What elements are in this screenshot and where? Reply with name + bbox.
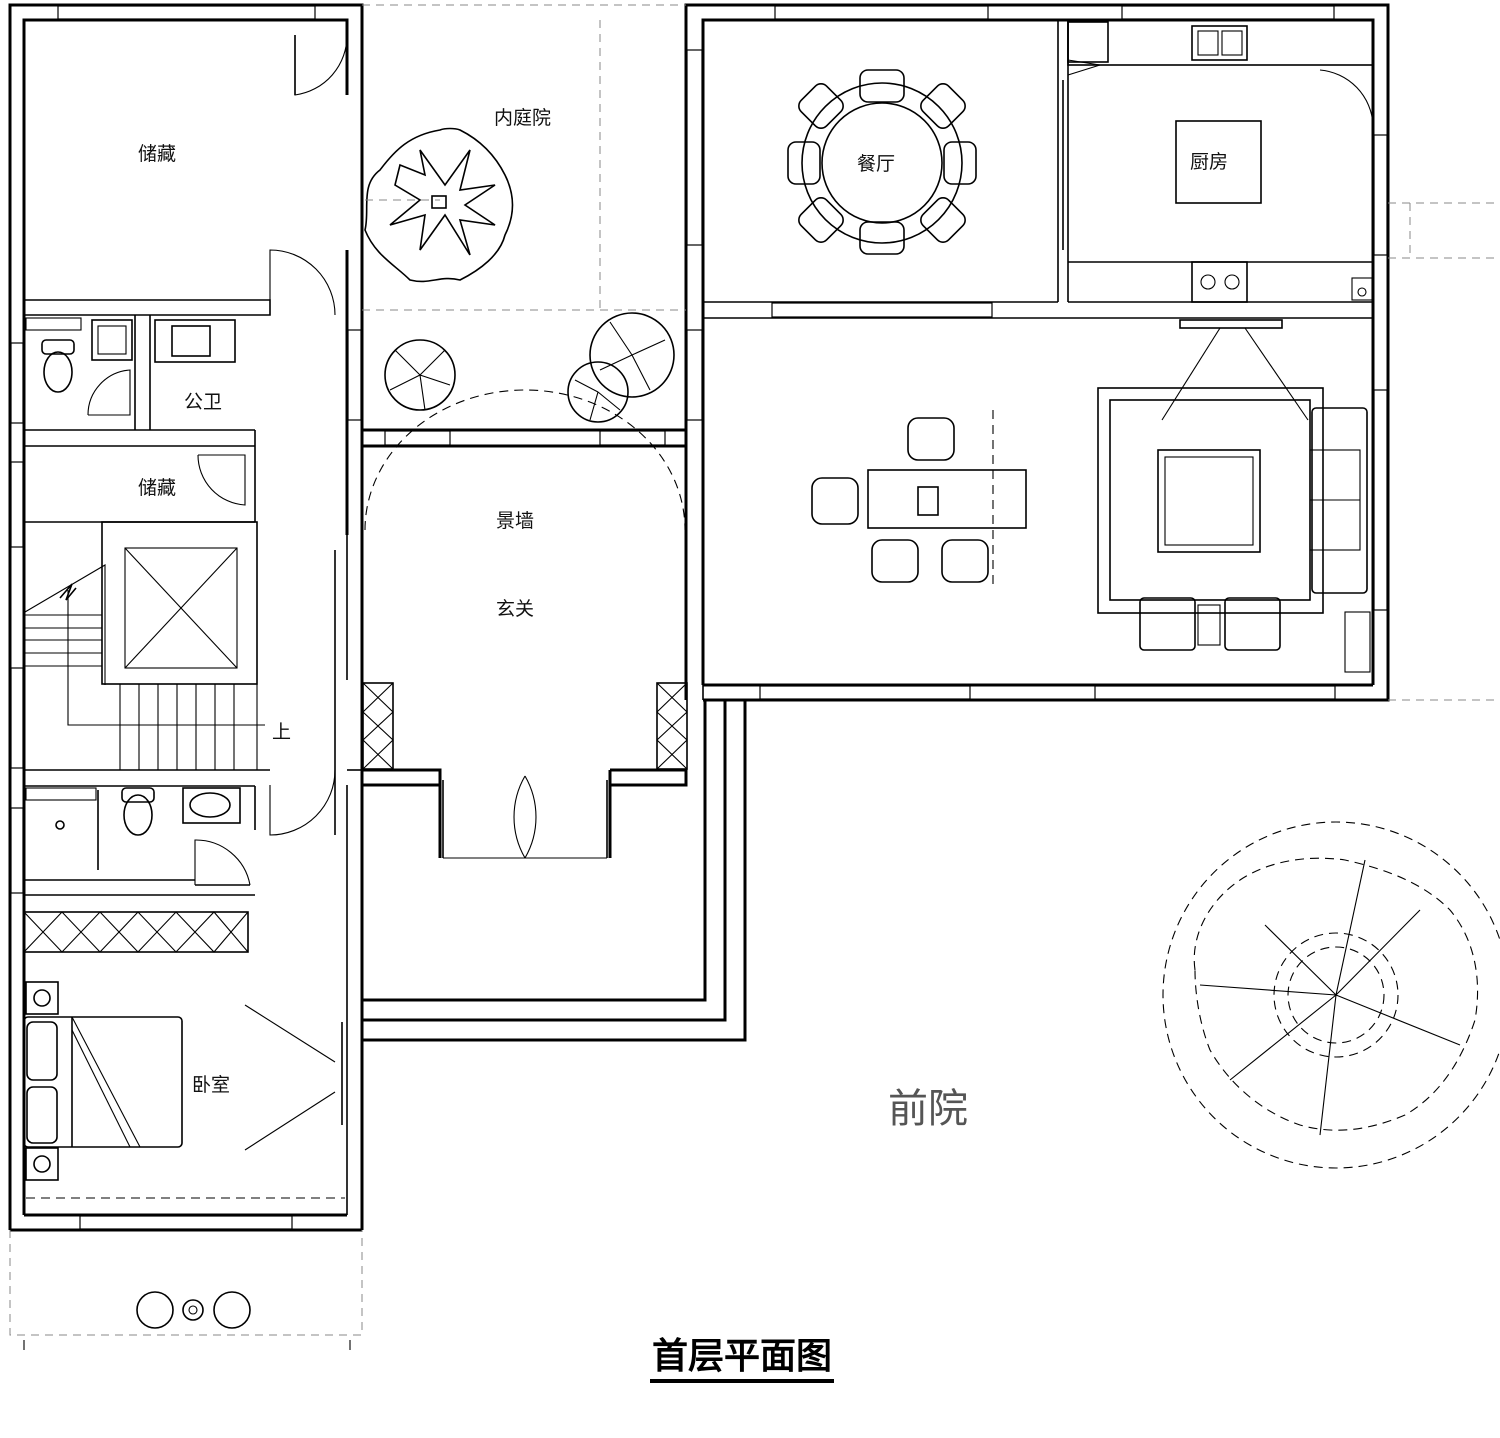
label-kitchen: 厨房 xyxy=(1190,151,1228,173)
label-dining: 餐厅 xyxy=(857,153,895,175)
label-public-wc: 公卫 xyxy=(184,391,222,413)
exterior-walls xyxy=(8,3,1390,1232)
label-storage-top: 储藏 xyxy=(138,143,176,165)
windows xyxy=(10,5,1388,1230)
living-furniture xyxy=(811,319,1371,673)
label-foyer: 玄关 xyxy=(496,598,534,620)
label-bedroom: 卧室 xyxy=(192,1074,230,1096)
doors xyxy=(87,34,1374,1151)
courtyard-plants xyxy=(362,20,686,423)
label-stair-up: 上 xyxy=(272,721,291,743)
drawing-title: 首层平面图 xyxy=(652,1336,832,1377)
bathroom-fixtures xyxy=(25,317,241,870)
bedroom-furniture xyxy=(23,911,345,1199)
label-storage-mid: 储藏 xyxy=(138,477,176,499)
label-front-yard: 前院 xyxy=(888,1086,968,1132)
label-inner-courtyard: 内庭院 xyxy=(494,107,551,129)
interior-walls xyxy=(24,20,1373,1215)
front-yard-tree xyxy=(362,4,1500,1169)
back-terrace xyxy=(9,1230,363,1350)
dining-set xyxy=(787,69,977,255)
entry-pillars xyxy=(362,682,688,770)
staircase xyxy=(24,521,265,770)
kitchen-fixtures xyxy=(1067,19,1374,303)
label-feature-wall: 景墙 xyxy=(496,510,534,532)
